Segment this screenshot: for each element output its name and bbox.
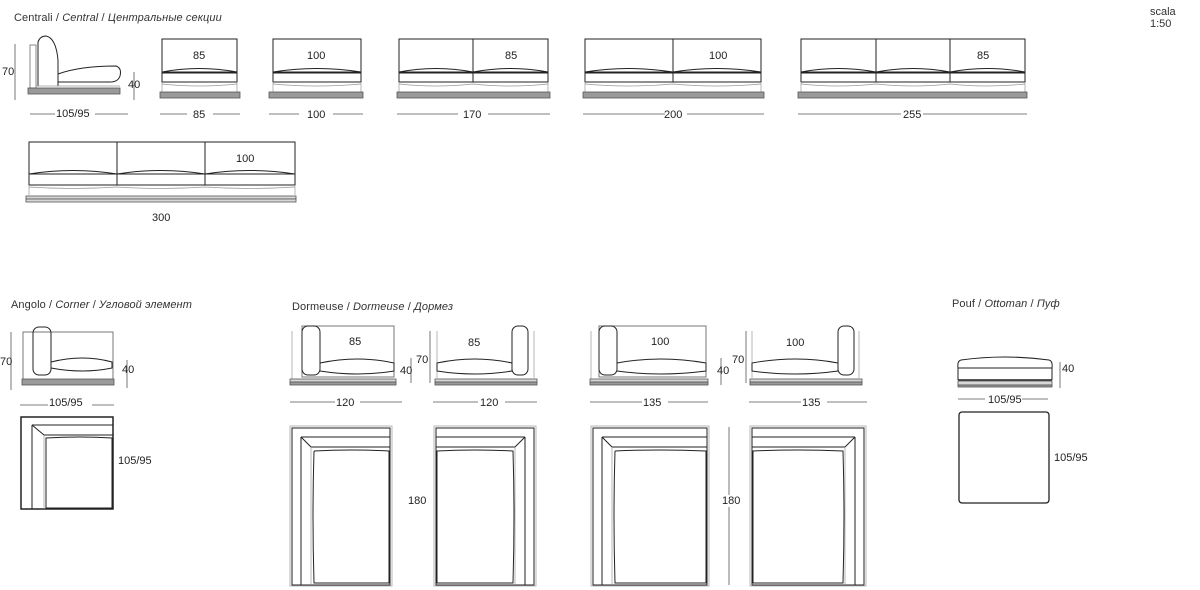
title-it: Dormeuse <box>292 301 344 313</box>
seat-label: 85 <box>349 336 362 348</box>
dim-width: 105/95 <box>988 394 1022 406</box>
corner-front-drawing <box>10 326 128 390</box>
seat-label: 85 <box>505 50 518 62</box>
dim-length: 180 <box>408 495 427 507</box>
seat-label: 85 <box>468 337 481 349</box>
title-ru: Центральные секции <box>107 12 222 24</box>
dim-line <box>590 401 708 403</box>
dim-line <box>749 401 867 403</box>
scale-label: scala 1:50 <box>1150 6 1176 30</box>
corner-top-drawing <box>20 416 114 510</box>
dim-width: 200 <box>664 109 683 121</box>
dim-height: 70 <box>416 354 429 366</box>
section-title-pouf: Pouf / Ottoman / Пуф <box>952 298 1060 310</box>
dim-seat-height: 40 <box>400 365 413 377</box>
dim-line <box>728 427 730 585</box>
title-ru: Пуф <box>1036 298 1060 310</box>
seat-label: 100 <box>709 50 728 62</box>
title-ru: Угловой элемент <box>99 299 192 311</box>
dim-width: 100 <box>307 109 326 121</box>
dormeuse-front-drawing <box>289 325 412 386</box>
dormeuse-front-drawing <box>429 325 538 386</box>
dormeuse-front-drawing <box>745 325 863 386</box>
seat-label: 100 <box>651 336 670 348</box>
seat-label: 100 <box>786 337 805 349</box>
pouf-top-drawing <box>958 411 1050 504</box>
dim-seat-height: 40 <box>122 364 135 376</box>
dim-line <box>433 401 537 403</box>
title-it: Angolo <box>11 299 46 311</box>
section-title-dormeuse: Dormeuse / Dormeuse / Дормез <box>292 301 454 313</box>
title-it: Centrali <box>14 12 53 24</box>
dim-width: 135 <box>643 397 662 409</box>
seat-label: 100 <box>236 153 255 165</box>
title-it: Pouf <box>952 298 976 310</box>
dim-line <box>20 404 114 406</box>
dim-height: 70 <box>0 356 13 368</box>
dim-width: 255 <box>903 109 922 121</box>
dormeuse-top-drawing <box>433 425 537 587</box>
module-drawing <box>797 38 1028 115</box>
dim-depth: 105/95 <box>118 455 152 467</box>
dim-width: 135 <box>802 397 821 409</box>
module-drawing <box>268 38 364 115</box>
dim-length: 180 <box>722 495 741 507</box>
pouf-front-drawing <box>957 356 1061 388</box>
dim-line <box>958 398 1048 400</box>
dim-seat-height: 40 <box>717 365 730 377</box>
central-side-drawing <box>14 35 135 115</box>
dormeuse-top-drawing <box>749 425 867 587</box>
dim-line <box>290 401 402 403</box>
module-drawing <box>25 141 297 203</box>
title-en: Ottoman <box>984 298 1028 310</box>
dim-width: 105/95 <box>49 397 83 409</box>
dim-width: 170 <box>463 109 482 121</box>
dim-width: 85 <box>193 109 206 121</box>
dim-depth: 105/95 <box>56 108 90 120</box>
module-drawing <box>396 38 551 115</box>
section-title-central: Centrali / Central / Центральные секции <box>14 12 222 24</box>
dim-depth: 105/95 <box>1054 452 1088 464</box>
dim-width: 120 <box>480 397 499 409</box>
seat-label: 85 <box>977 50 990 62</box>
section-title-corner: Angolo / Corner / Угловой элемент <box>11 299 192 311</box>
title-ru: Дормез <box>414 301 454 313</box>
dim-seat-height: 40 <box>1062 363 1075 375</box>
dormeuse-front-drawing <box>589 325 722 386</box>
module-drawing <box>159 38 241 115</box>
dim-width: 120 <box>336 397 355 409</box>
dormeuse-top-drawing <box>289 425 393 587</box>
dim-height: 70 <box>2 66 15 78</box>
dim-width: 300 <box>152 212 171 224</box>
seat-label: 100 <box>307 50 326 62</box>
seat-label: 85 <box>193 50 206 62</box>
dim-seat-height: 40 <box>128 79 141 91</box>
dim-height: 70 <box>732 354 745 366</box>
module-drawing <box>582 38 765 115</box>
dormeuse-top-drawing <box>590 425 710 587</box>
title-en: Dormeuse <box>353 301 405 313</box>
title-en: Central <box>62 12 99 24</box>
title-en: Corner <box>55 299 90 311</box>
